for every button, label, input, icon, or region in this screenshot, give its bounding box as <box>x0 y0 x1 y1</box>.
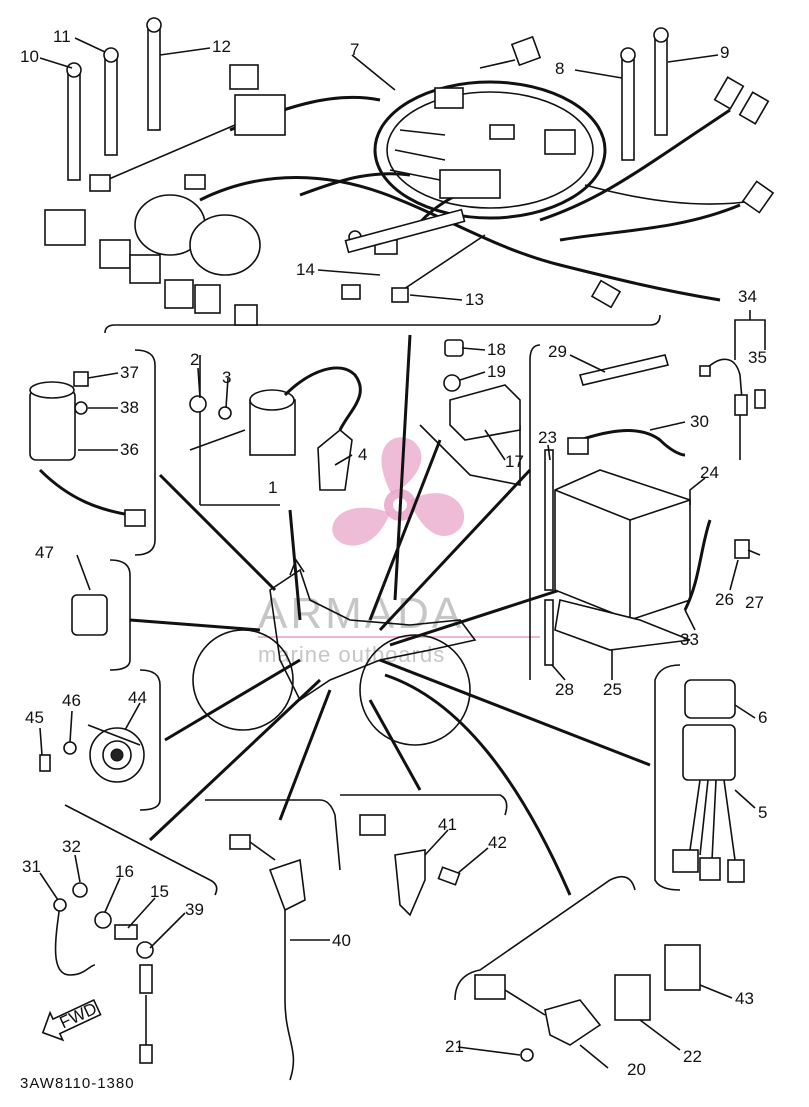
callout-40: 40 <box>332 931 351 950</box>
callout-32: 32 <box>62 837 81 856</box>
callout-10: 10 <box>20 47 39 66</box>
callout-30: 30 <box>690 412 709 431</box>
cable-tie-9 <box>653 27 669 136</box>
callout-5: 5 <box>758 803 767 822</box>
battery <box>544 354 750 666</box>
watermark-subtitle: marine outboards <box>258 642 445 667</box>
cable-ties <box>66 17 669 303</box>
callout-6: 6 <box>758 708 767 727</box>
callout-47: 47 <box>35 543 54 562</box>
callout-28: 28 <box>555 680 574 699</box>
cable-tie-10 <box>66 62 82 181</box>
callout-43: 43 <box>735 989 754 1008</box>
cdi-unit <box>672 679 745 883</box>
callout-37: 37 <box>120 363 139 382</box>
starter-relay <box>29 371 146 527</box>
brake-switch <box>229 834 306 1081</box>
drawing-code: 3AW8110-1380 <box>20 1075 135 1092</box>
leader-lines <box>129 334 651 896</box>
callout-20: 20 <box>627 1060 646 1079</box>
neutral-switch-parts <box>53 882 154 1064</box>
thermo-switch <box>699 358 766 460</box>
callout-29: 29 <box>548 342 567 361</box>
ignition-coil <box>189 366 362 491</box>
callout-25: 25 <box>603 680 622 699</box>
callout-14: 14 <box>296 260 315 279</box>
callout-41: 41 <box>438 815 457 834</box>
callout-9: 9 <box>720 43 729 62</box>
callout-24: 24 <box>700 463 719 482</box>
horn <box>39 724 145 783</box>
watermark: ARMADA marine outboards <box>258 437 540 667</box>
relay-47 <box>71 594 108 636</box>
forward-label: FWD <box>57 999 100 1033</box>
callout-12: 12 <box>212 37 231 56</box>
callout-36: 36 <box>120 440 139 459</box>
callout-35: 35 <box>748 348 767 367</box>
cable-tie-8 <box>620 47 636 161</box>
cable-tie-14 <box>341 208 466 300</box>
callout-18: 18 <box>487 340 506 359</box>
group-brackets <box>64 314 681 1001</box>
callout-44: 44 <box>128 688 147 707</box>
starter-switch <box>474 944 701 1062</box>
callout-21: 21 <box>445 1037 464 1056</box>
watermark-brand: ARMADA <box>258 589 464 638</box>
callout-22: 22 <box>683 1047 702 1066</box>
callout-1: 1 <box>268 478 277 497</box>
callout-8: 8 <box>555 59 564 78</box>
callout-46: 46 <box>62 691 81 710</box>
callout-16: 16 <box>115 862 134 881</box>
callout-17: 17 <box>505 452 524 471</box>
callout-31: 31 <box>22 857 41 876</box>
speed-sensor <box>359 814 461 917</box>
callout-23: 23 <box>538 428 557 447</box>
cable-tie-13 <box>391 234 486 303</box>
callout-13: 13 <box>465 290 484 309</box>
callout-42: 42 <box>488 833 507 852</box>
forward-arrow-icon: FWD <box>41 999 102 1042</box>
callout-27: 27 <box>745 593 764 612</box>
callout-numbers: 10 11 12 7 8 9 14 13 2 3 4 37 38 36 18 1… <box>20 27 767 1079</box>
callout-4: 4 <box>358 445 367 464</box>
callout-33: 33 <box>680 630 699 649</box>
callout-15: 15 <box>150 882 169 901</box>
callout-3: 3 <box>222 368 231 387</box>
callout-19: 19 <box>487 362 506 381</box>
callout-2: 2 <box>190 350 199 369</box>
callout-7: 7 <box>350 40 359 59</box>
rectifier-regulator <box>443 339 521 441</box>
callout-38: 38 <box>120 398 139 417</box>
callout-26: 26 <box>715 590 734 609</box>
cable-tie-11 <box>103 47 119 156</box>
callout-leaders <box>39 37 766 1069</box>
callout-39: 39 <box>185 900 204 919</box>
callout-34: 34 <box>738 287 757 306</box>
callout-45: 45 <box>25 708 44 727</box>
main-wire-harness <box>44 35 775 326</box>
callout-11: 11 <box>53 27 71 46</box>
propeller-logo-icon <box>332 437 465 546</box>
cable-tie-12 <box>146 17 162 131</box>
